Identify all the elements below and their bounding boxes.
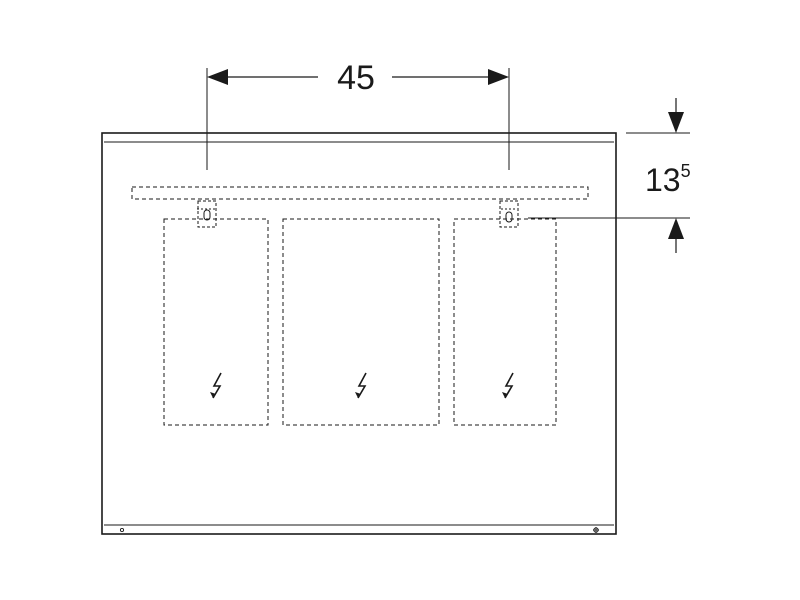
mirror-cabinet-outline (101, 132, 617, 535)
cabinet-feet-marks (119, 527, 599, 533)
height-offset-dimension-value: 135 (645, 161, 691, 198)
width-dimension-line (206, 68, 510, 170)
installation-zone-right (453, 218, 557, 426)
installation-zone-center (282, 218, 440, 426)
height-offset-dimension-line (528, 98, 690, 253)
installation-zone-left (163, 218, 269, 426)
lightning-bolt-icon (209, 372, 222, 399)
height-offset-superscript: 5 (681, 161, 691, 181)
lightning-bolt-icon (354, 372, 367, 399)
lightning-bolt-icon (501, 372, 514, 399)
width-dimension-value: 45 (337, 59, 375, 97)
height-offset-main: 13 (645, 162, 681, 198)
mounting-rail-dashed (131, 186, 589, 200)
mounting-bracket-left (197, 200, 217, 228)
mounting-bracket-right (499, 200, 519, 228)
